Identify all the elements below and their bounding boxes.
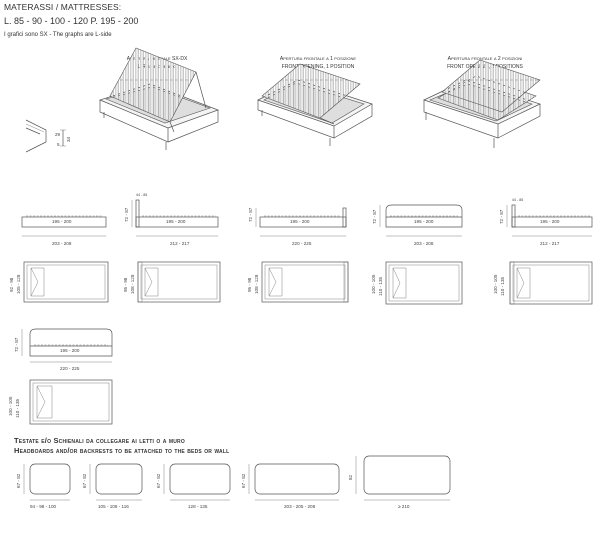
dim-outer: 203 - 208	[52, 241, 72, 246]
dim-w1: 100 - 105	[371, 274, 376, 294]
dim-w1: 92 - 98	[9, 277, 14, 292]
caption-it: Apertura frontale a 2 posizioni	[447, 56, 523, 62]
plan-5: 100 - 105 110 - 135	[493, 261, 593, 305]
sketch-front-1	[257, 63, 373, 146]
elevation-2: 195 - 200 72 - 87 44 - 85 212 - 217	[124, 193, 219, 246]
dim-inner: 195 - 200	[290, 219, 310, 224]
elevation-1: 195 - 200 203 - 208	[21, 215, 107, 246]
dim-outer: 212 - 217	[540, 241, 560, 246]
dim-w1: 95 - 98	[123, 277, 128, 292]
cut-dim-c: 34	[66, 136, 71, 142]
extra-elevation: 195 - 200 72 - 87 220 - 225	[14, 328, 113, 371]
caption-en: FRONT OPENING, 1 POSITION	[281, 64, 355, 70]
dim-w2: 108 - 128	[254, 274, 259, 294]
page-title: MATERASSI / MATTRESSES:	[4, 2, 122, 12]
headboard-4: 67 - 82 203 - 205 - 208	[241, 463, 340, 509]
dim-height: 72 - 87	[499, 209, 504, 224]
plan-3: 95 - 98 108 - 128	[247, 261, 349, 303]
dim-width: 203 - 205 - 208	[284, 504, 316, 509]
dim-outer: 203 - 208	[414, 241, 434, 246]
dim-top: 44 - 85	[136, 193, 147, 197]
headboards-row: 67 - 82 94 - 98 - 100 67 - 82 105 - 108 …	[16, 455, 451, 509]
dim-w2: 110 - 135	[378, 276, 383, 296]
dim-width: 94 - 98 - 100	[30, 504, 56, 509]
dim-inner: 195 - 200	[52, 219, 72, 224]
dim-top: 44 - 85	[512, 198, 523, 202]
dim-height: 72 - 87	[14, 337, 19, 352]
dim-outer: 220 - 225	[292, 241, 312, 246]
dim-width: ≥ 210	[398, 504, 410, 509]
dim-inner: 195 - 200	[166, 219, 186, 224]
caption-front-1: Apertura frontale a 1 posizione FRONT OP…	[258, 55, 378, 71]
dim-outer: 212 - 217	[170, 241, 190, 246]
dim-width: 105 - 108 - 116	[98, 504, 129, 509]
dim-height: 72 - 87	[372, 209, 377, 224]
mattress-sizes: L. 85 - 90 - 100 - 120 P. 195 - 200	[4, 16, 139, 26]
dim-outer: 220 - 225	[60, 366, 80, 371]
dim-w2: 105 - 128	[16, 274, 21, 294]
elevation-4: 195 - 200 72 - 87 203 - 208	[372, 204, 463, 246]
extra-plan: 100 - 105 110 - 135	[8, 379, 113, 425]
headboard-2: 67 - 82 105 - 108 - 116	[82, 463, 143, 509]
dim-w1: 100 - 105	[493, 274, 498, 294]
elevation-5: 195 - 200 72 - 87 44 - 85 212 - 217	[499, 198, 593, 246]
dim-height: 67 - 82	[241, 473, 246, 488]
dim-height: 67 - 82	[156, 473, 161, 488]
dim-w2: 110 - 135	[500, 276, 505, 296]
dim-width: 128 - 135	[188, 504, 208, 509]
dim-w2: 108 - 128	[130, 274, 135, 294]
plan-row: 92 - 98 105 - 128 95 - 98 108 - 128 95 -…	[9, 261, 593, 305]
headboard-1: 67 - 82 94 - 98 - 100	[16, 463, 71, 509]
dim-w2: 110 - 135	[15, 398, 20, 418]
dim-height: 72 - 87	[124, 207, 129, 222]
sketch-front-2	[423, 59, 541, 148]
dim-inner: 195 - 200	[414, 219, 434, 224]
cut-dim-b: 5	[57, 142, 60, 147]
dim-inner: 195 - 200	[540, 219, 560, 224]
elevation-row: 195 - 200 203 - 208 195 - 200 72 - 87 44…	[21, 193, 593, 246]
elevation-3: 195 - 200 72 - 87 220 - 225	[248, 207, 347, 246]
plan-4: 100 - 105 110 - 135	[371, 261, 463, 305]
caption-it: Apertura frontale a 1 posizione	[279, 56, 357, 62]
dim-inner: 195 - 200	[60, 348, 80, 353]
dim-w1: 100 - 105	[8, 396, 13, 416]
section-title-en: Headboards and/or backrests to be attach…	[14, 446, 230, 455]
dim-w1: 95 - 98	[247, 277, 252, 292]
dim-height: 67 - 82	[16, 473, 21, 488]
headboard-5: 82 ≥ 210	[348, 455, 451, 509]
plan-2: 95 - 98 108 - 128	[123, 261, 221, 303]
cut-dim-a: 29	[55, 132, 61, 137]
plan-1: 92 - 98 105 - 128	[9, 261, 109, 303]
section-title-it: Testate e/o Schienali da collegare ai le…	[14, 436, 185, 445]
sketch-side-opening	[98, 47, 220, 150]
cut-section-sketch: 29 5 34	[25, 119, 71, 153]
headboard-3: 67 - 82 128 - 135	[156, 463, 231, 509]
dim-height: 72 - 87	[248, 207, 253, 222]
side-note: I grafici sono SX - The graphs are L-sid…	[4, 32, 112, 38]
dim-height: 67 - 82	[82, 473, 87, 488]
dim-height: 82	[348, 474, 353, 480]
